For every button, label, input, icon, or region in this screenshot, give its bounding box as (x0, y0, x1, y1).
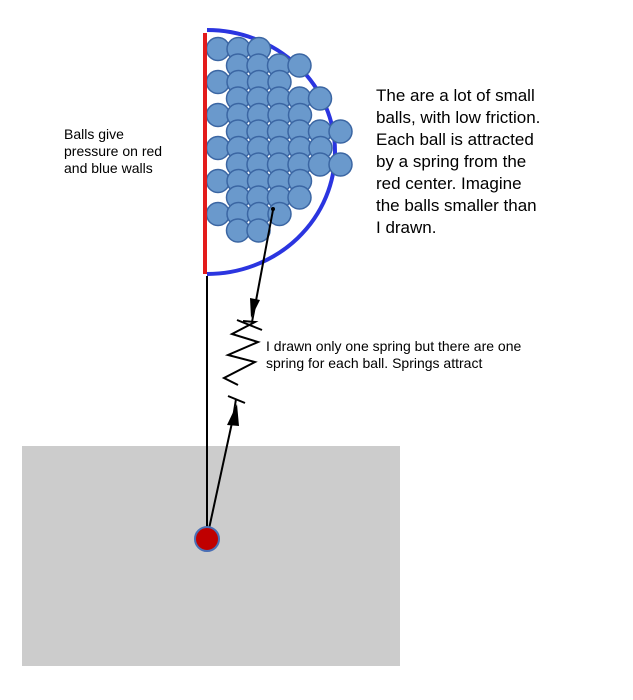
ball-cluster (205, 36, 353, 243)
description-line: by a spring from the (376, 152, 527, 171)
spring-upper-cap (236, 319, 263, 331)
ball-icon (205, 102, 231, 128)
ball-icon (246, 218, 271, 243)
arrow-icon (250, 298, 260, 318)
description-line: red center. Imagine (376, 174, 522, 193)
ground-block (22, 446, 400, 666)
description-line: Each ball is attracted (376, 130, 534, 149)
pressure-note-line: pressure on red (64, 143, 163, 159)
ball-icon (205, 201, 231, 227)
ball-icon (205, 36, 231, 62)
description-line: The are a lot of small (376, 86, 535, 105)
spring-note-line: I drawn only one spring but there are on… (266, 338, 522, 354)
description-note: The are a lot of small balls, with low f… (376, 85, 540, 239)
pressure-note-line: Balls give (64, 126, 124, 142)
description-line: I drawn. (376, 218, 437, 237)
spring-anchor-dot (271, 207, 275, 211)
spring-note: I drawn only one spring but there are on… (266, 338, 521, 372)
spring-lower-lead (232, 398, 237, 419)
spring-lower-line (206, 417, 234, 539)
ball-icon (287, 185, 312, 210)
red-center-icon (194, 526, 220, 552)
pressure-note: Balls give pressure on red and blue wall… (64, 126, 162, 177)
ball-icon (307, 152, 333, 177)
ball-icon (328, 119, 353, 144)
pressure-note-line: and blue walls (64, 160, 153, 176)
spring-note-line: spring for each ball. Springs attract (266, 355, 483, 371)
ball-icon (328, 152, 353, 177)
ball-icon (205, 168, 231, 194)
ball-icon (225, 218, 251, 243)
description-line: the balls smaller than (376, 196, 537, 215)
ball-icon (205, 69, 231, 95)
description-line: balls, with low friction. (376, 108, 541, 127)
spring-icon (221, 320, 261, 386)
ball-icon (205, 135, 231, 161)
ball-icon (287, 53, 312, 78)
ball-icon (307, 86, 333, 111)
